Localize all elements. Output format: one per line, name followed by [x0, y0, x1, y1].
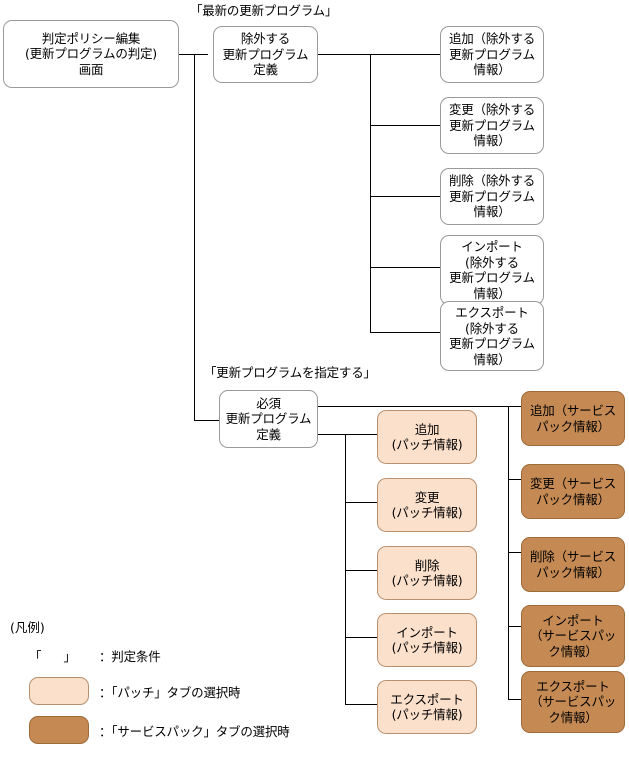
edge-root-to-spine — [178, 54, 208, 55]
node-exclusion-change[interactable]: 変更（除外する 更新プログラム 情報） — [440, 97, 544, 154]
edge-exclusion-leaf-5 — [370, 332, 440, 333]
legend-label-condition: ：判定条件 — [99, 649, 161, 664]
legend-row-condition: 「」 ：判定条件 — [29, 646, 161, 665]
edge-exclusion-leaf-4 — [370, 267, 440, 268]
edge-patch-trunk — [345, 434, 346, 704]
node-patch-export[interactable]: エクスポート (パッチ情報) — [377, 680, 477, 734]
edge-exclusion-leaf-3 — [370, 196, 440, 197]
legend-label-servicepack-tab: ：「サービスパック」タブの選択時 — [99, 723, 290, 739]
legend-label-patch-tab: ：「パッチ」タブの選択時 — [99, 684, 241, 700]
edge-servicepack-leaf-5 — [508, 699, 521, 700]
edge-patch-leaf-4 — [345, 637, 377, 638]
node-exclusion-import[interactable]: インポート (除外する 更新プログラム 情報） — [440, 235, 544, 305]
node-servicepack-change[interactable]: 変更（サービス パック情報） — [521, 464, 625, 519]
edge-exclusion-group-stub — [317, 54, 370, 55]
node-root-policy-edit-screen[interactable]: 判定ポリシー編集 (更新プログラムの判定) 画面 — [3, 20, 179, 88]
legend-title: (凡例) — [10, 620, 45, 635]
node-patch-add[interactable]: 追加 (パッチ情報) — [377, 410, 477, 464]
node-servicepack-export[interactable]: エクスポート （サービスパッ ク情報） — [521, 671, 625, 733]
edge-servicepack-leaf-1 — [508, 406, 521, 407]
edge-exclusion-leaf-2 — [370, 125, 440, 126]
legend-swatch-servicepack — [29, 716, 89, 744]
node-exclusion-delete[interactable]: 削除（除外する 更新プログラム 情報） — [440, 168, 544, 225]
node-exclusion-export[interactable]: エクスポート (除外する 更新プログラム 情報） — [440, 301, 544, 371]
legend-row-servicepack-tab: ：「サービスパック」タブの選択時 — [29, 716, 290, 744]
legend-swatch-patch — [29, 677, 89, 705]
caption-latest-update-program: 「最新の更新プログラム」 — [190, 3, 338, 18]
node-exclusion-definition[interactable]: 除外する 更新プログラム 定義 — [213, 26, 318, 83]
caption-specify-update-program: 「更新プログラムを指定する」 — [204, 365, 376, 380]
edge-servicepack-leaf-4 — [508, 626, 521, 627]
edge-main-spine — [194, 54, 195, 420]
node-patch-import[interactable]: インポート (パッチ情報) — [377, 613, 477, 667]
node-patch-delete[interactable]: 削除 (パッチ情報) — [377, 546, 477, 600]
node-exclusion-add[interactable]: 追加（除外する 更新プログラム 情報） — [440, 26, 544, 83]
edge-patch-leaf-2 — [345, 502, 377, 503]
node-servicepack-delete[interactable]: 削除（サービス パック情報） — [521, 537, 625, 592]
node-required-definition[interactable]: 必須 更新プログラム 定義 — [219, 390, 318, 448]
edge-servicepack-leaf-3 — [508, 552, 521, 553]
edge-patch-leaf-5 — [345, 704, 377, 705]
node-servicepack-add[interactable]: 追加（サービス パック情報） — [521, 391, 625, 446]
edge-required-to-patch-trunk — [317, 434, 345, 435]
edge-patch-leaf-1 — [345, 434, 377, 435]
node-servicepack-import[interactable]: インポート （サービスパッ ク情報） — [521, 605, 625, 667]
edge-exclusion-trunk — [370, 54, 371, 332]
node-patch-change[interactable]: 変更 (パッチ情報) — [377, 478, 477, 532]
edge-exclusion-leaf-1 — [370, 54, 440, 55]
edge-servicepack-leaf-2 — [508, 479, 521, 480]
legend-row-patch-tab: ：「パッチ」タブの選択時 — [29, 677, 241, 705]
edge-required-to-sp-trunk — [317, 406, 521, 407]
edge-patch-leaf-3 — [345, 570, 377, 571]
edge-spine-to-required — [194, 420, 219, 421]
legend-swatch-quote: 「」 — [29, 649, 99, 664]
